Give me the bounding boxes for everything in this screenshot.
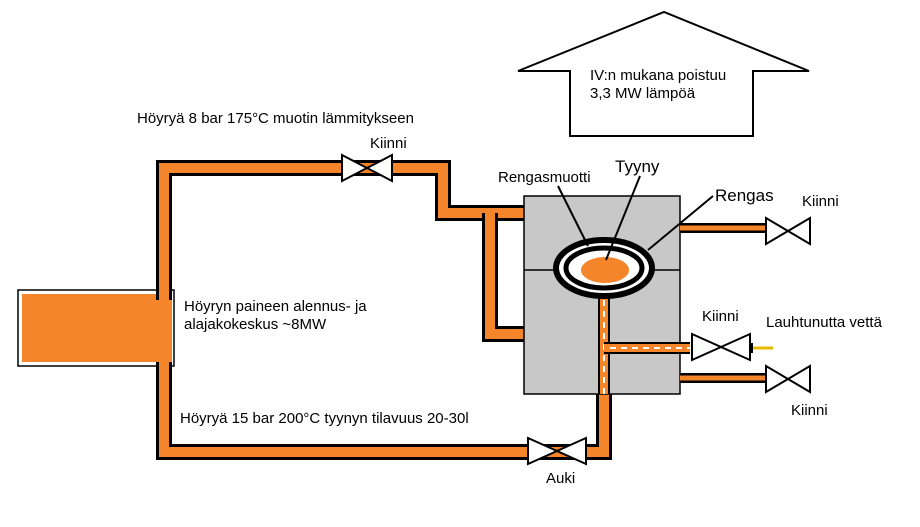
mould-label: Rengasmuotti bbox=[498, 169, 591, 186]
valve-bottom-icon[interactable] bbox=[527, 436, 587, 466]
valve-right-bottom-icon[interactable] bbox=[765, 364, 811, 394]
bladder-label: Tyyny bbox=[615, 157, 660, 176]
pressure-station-line-1: Höyryn paineen alennus- ja bbox=[184, 298, 367, 315]
valve-right-bottom-label: Kiinni bbox=[791, 402, 828, 419]
condensate-label: Lauhtunutta vettä bbox=[766, 314, 882, 331]
pressure-station-label: Höyryn paineen alennus- ja alajakokeskus… bbox=[184, 298, 404, 334]
label-pointers bbox=[557, 175, 714, 261]
valve-right-mid-icon[interactable] bbox=[691, 332, 751, 362]
tyre-label: Rengas bbox=[715, 186, 774, 205]
valve-top-label: Kiinni bbox=[370, 135, 407, 152]
heat-loss-house-shape bbox=[517, 10, 810, 137]
heat-loss-label: IV:n mukana poistuu 3,3 MW lämpöä bbox=[590, 67, 750, 103]
bladder-shape bbox=[581, 257, 629, 283]
valve-top-icon[interactable] bbox=[341, 153, 393, 183]
valve-right-top-icon[interactable] bbox=[765, 216, 811, 246]
valve-bottom-label: Auki bbox=[546, 470, 576, 487]
pressure-station-line-2: alajakokeskus ~8MW bbox=[184, 316, 327, 333]
valve-right-top-label: Kiinni bbox=[802, 193, 839, 210]
heat-loss-line-1: IV:n mukana poistuu bbox=[590, 67, 727, 84]
pressure-station-fill bbox=[22, 294, 172, 362]
heat-loss-line-2: 3,3 MW lämpöä bbox=[590, 85, 696, 102]
tyre-assembly bbox=[553, 237, 655, 299]
steam-15bar-label: Höyryä 15 bar 200°C tyynyn tilavuus 20-3… bbox=[180, 410, 469, 427]
valve-right-mid-label: Kiinni bbox=[702, 308, 739, 325]
steam-8bar-label: Höyryä 8 bar 175°C muotin lämmitykseen bbox=[137, 110, 414, 127]
pipe-steam-8bar bbox=[156, 160, 524, 342]
